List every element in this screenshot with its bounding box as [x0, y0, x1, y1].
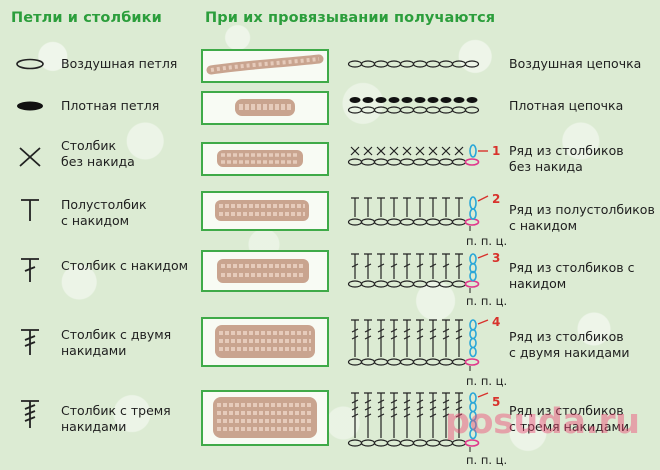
result-name-label: Плотная цепочка: [509, 98, 624, 113]
stitch-name-label: Столбик с накидом: [61, 258, 189, 273]
chain-stitch-symbol-icon: [12, 58, 48, 70]
stitch-name-label: Воздушная петля: [61, 56, 178, 71]
double-crochet-symbol-icon: [12, 256, 48, 284]
yarn-sample-image: [201, 390, 329, 446]
turning-chain-label: п. п. ц.: [466, 234, 508, 248]
stitch-diagram: [342, 137, 508, 175]
yarn-sample-image: [201, 191, 329, 231]
single-crochet-symbol-icon: [12, 145, 48, 169]
stitch-diagram: [342, 388, 508, 458]
row-number-badge: 4: [492, 315, 501, 329]
stitch-diagram: [342, 52, 508, 80]
row-number-badge: 3: [492, 251, 501, 265]
yarn-sample-image: [201, 250, 329, 292]
result-name-label: Воздушная цепочка: [509, 56, 642, 71]
treble-crochet-symbol-icon: [12, 327, 48, 357]
section-heading-stitches: Петли и столбики: [11, 10, 162, 26]
row-number-badge: 2: [492, 192, 501, 206]
yarn-sample-image: [201, 142, 329, 176]
turning-chain-label: п. п. ц.: [466, 294, 508, 308]
section-heading-results: При их провязывании получаются: [205, 10, 496, 26]
stitch-diagram: [342, 315, 508, 375]
yarn-sample-image: [201, 317, 329, 367]
turning-chain-label: п. п. ц.: [466, 374, 508, 388]
stitch-name-label: Плотная петля: [61, 98, 160, 113]
slip-stitch-symbol-icon: [12, 100, 48, 112]
stitch-diagram: [342, 249, 508, 297]
row-number-badge: 5: [492, 395, 501, 409]
double-treble-symbol-icon: [12, 398, 48, 430]
yarn-sample-image: [201, 49, 329, 83]
stitch-diagram: [342, 93, 508, 121]
stitch-diagram: [342, 191, 508, 235]
row-number-badge: 1: [492, 144, 501, 158]
turning-chain-label: п. п. ц.: [466, 453, 508, 467]
half-double-crochet-symbol-icon: [12, 197, 48, 223]
yarn-sample-image: [201, 91, 329, 125]
